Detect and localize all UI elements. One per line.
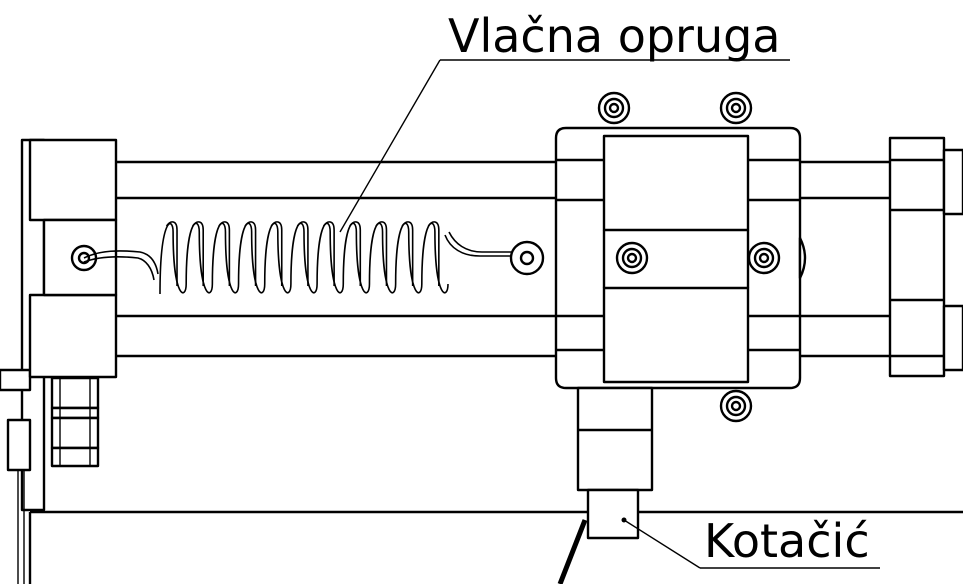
spring-coil-turn (375, 221, 388, 286)
leader-lines (339, 59, 880, 584)
wheel-label: Kotačić (704, 514, 870, 568)
spring-coil-turn (427, 221, 440, 286)
guide-rails (116, 160, 890, 358)
screw (747, 241, 781, 275)
spring-coil-turn (165, 221, 178, 286)
tension-spring (83, 221, 545, 295)
spring-coil-turn (218, 221, 231, 286)
screw (615, 241, 649, 275)
left-bracket (0, 138, 118, 512)
spring-coil-turn (296, 221, 309, 286)
spring-coil-turn (401, 221, 414, 286)
spring-coil-turn (322, 221, 335, 286)
spring-coil-turn (270, 221, 283, 286)
spring-coil-turn (244, 221, 257, 286)
spring-label: Vlačna opruga (448, 9, 781, 63)
screw (597, 91, 631, 125)
screw (719, 91, 753, 125)
screw (719, 389, 753, 423)
left-nuts (50, 376, 100, 468)
slide-block (554, 126, 807, 390)
spring-coil-turn (192, 221, 204, 286)
right-end-block (888, 136, 963, 378)
spring-coil-turn (349, 221, 362, 286)
wheel-holder (576, 386, 654, 540)
